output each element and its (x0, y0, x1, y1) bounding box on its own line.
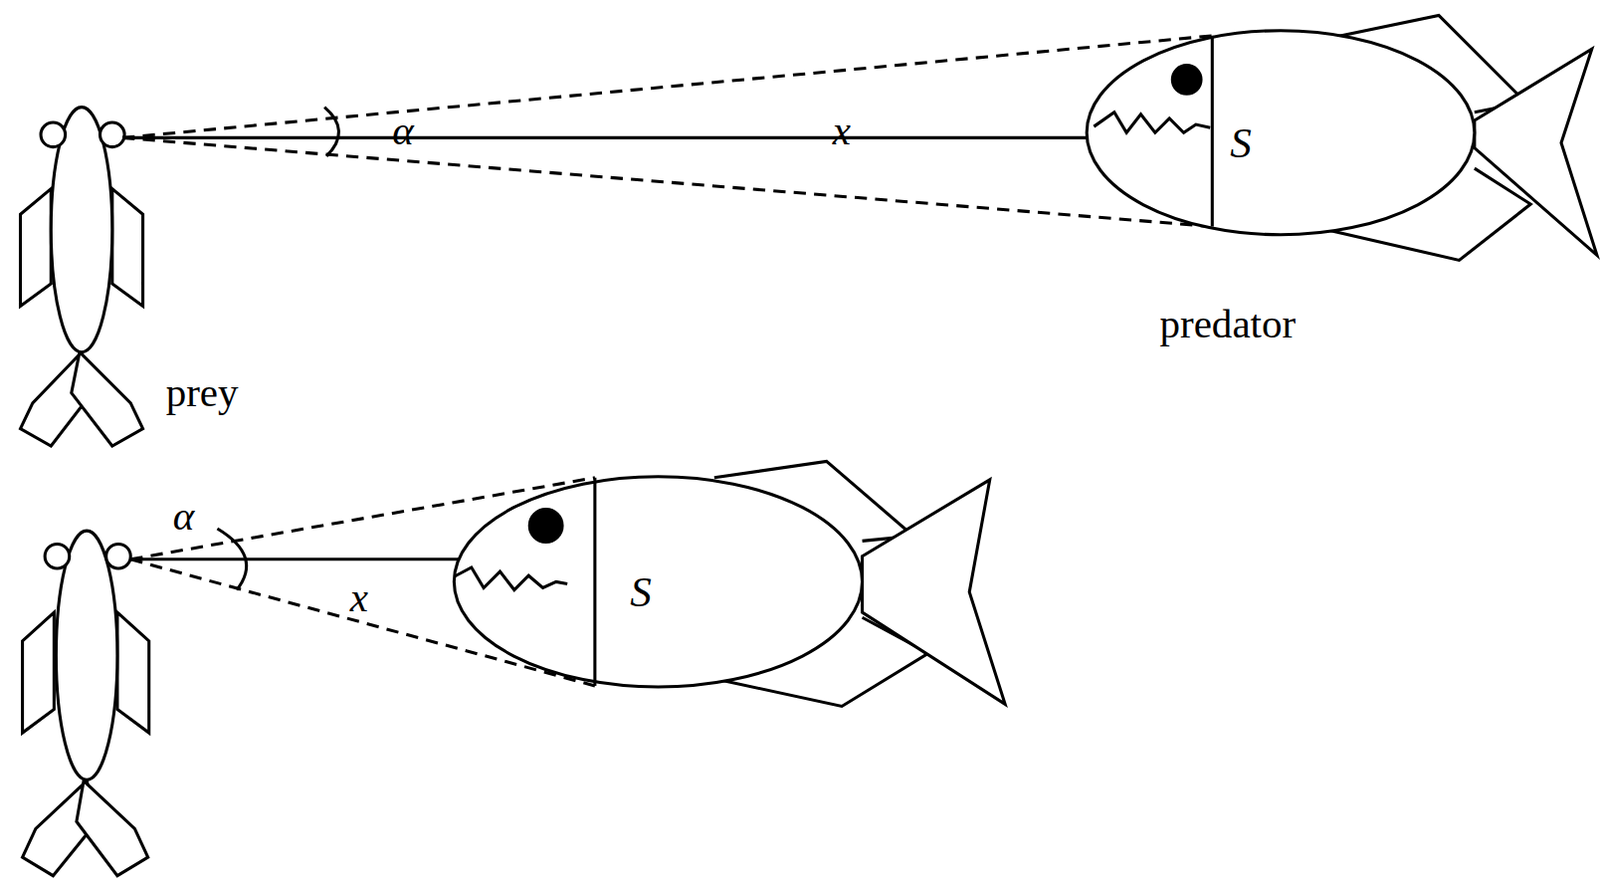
angle-label: α (392, 110, 414, 152)
prey-fish (22, 530, 150, 876)
distance-label: x (832, 110, 851, 152)
prey-fish (20, 107, 144, 446)
distance-label: x (350, 577, 369, 618)
size-label: S (629, 570, 652, 613)
predator-fish (453, 460, 1005, 706)
prey-label: prey (166, 372, 239, 413)
sight-lines (122, 35, 1212, 227)
size-label: S (1229, 121, 1252, 165)
angle-label: α (173, 495, 196, 537)
predator-fish (1086, 14, 1598, 260)
predator-label: predator (1159, 304, 1296, 346)
